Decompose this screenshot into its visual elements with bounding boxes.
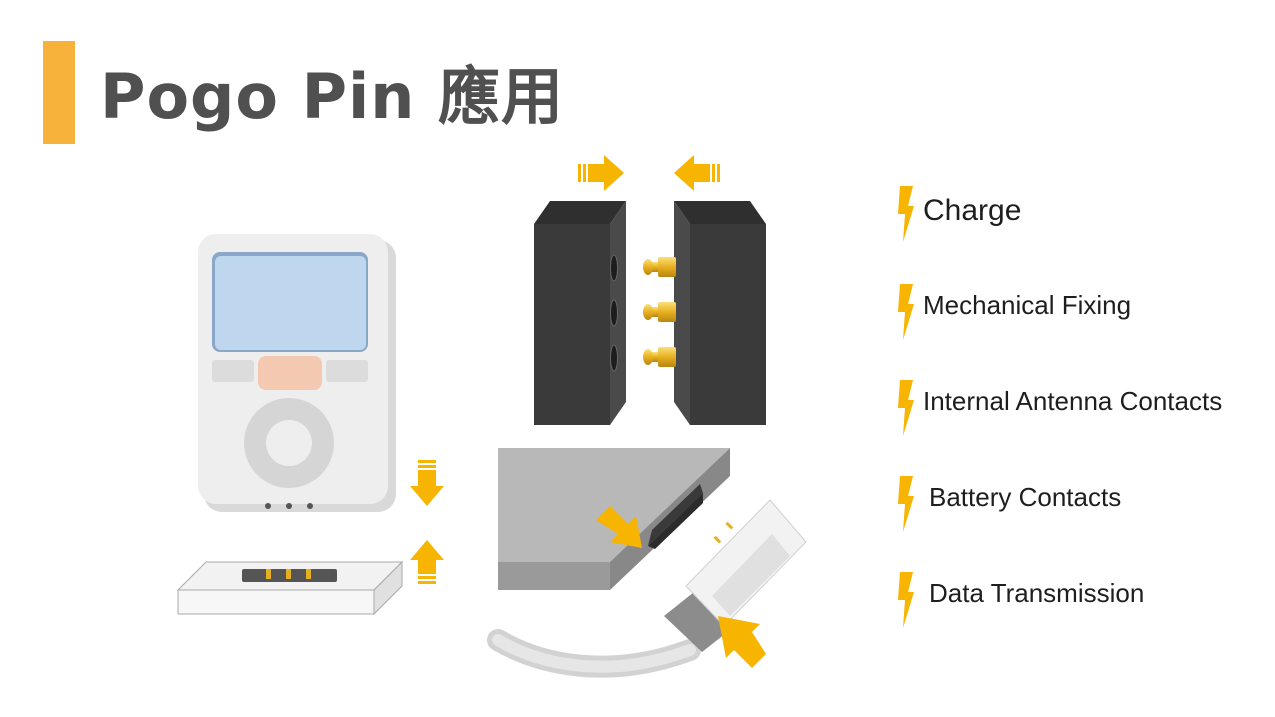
pogo-pin bbox=[643, 347, 676, 367]
media-player-device bbox=[198, 234, 396, 512]
feature-label: Mechanical Fixing bbox=[923, 290, 1132, 320]
arrow-diagonal-port bbox=[596, 506, 642, 548]
feature-label: Battery Contacts bbox=[929, 482, 1122, 512]
usb-cable bbox=[487, 499, 807, 678]
device-base-with-port bbox=[498, 448, 730, 590]
lightning-bolt-icon bbox=[898, 380, 914, 436]
feature-label: Data Transmission bbox=[929, 578, 1145, 608]
feature-label: Internal Antenna Contacts bbox=[923, 386, 1223, 416]
feature-item: Battery Contacts bbox=[893, 474, 1273, 534]
lightning-bolt-icon bbox=[898, 476, 914, 532]
device-right-button bbox=[326, 360, 368, 382]
device-center-button bbox=[258, 356, 322, 390]
feature-item: Internal Antenna Contacts bbox=[893, 378, 1273, 438]
female-connector-block bbox=[534, 201, 626, 425]
page-title: Pogo Pin 應用 bbox=[100, 60, 565, 133]
arrow-left bbox=[674, 155, 720, 191]
pogo-pin bbox=[643, 302, 676, 322]
lightning-bolt-icon bbox=[898, 572, 914, 628]
lightning-bolt-icon bbox=[898, 284, 914, 340]
lightning-bolt-icon bbox=[898, 186, 914, 242]
feature-item: Charge bbox=[893, 184, 1273, 244]
title-accent-bar bbox=[43, 41, 75, 144]
feature-item: Data Transmission bbox=[893, 570, 1273, 630]
arrow-right bbox=[578, 155, 624, 191]
feature-label: Charge bbox=[923, 194, 1022, 227]
device-left-button bbox=[212, 360, 254, 382]
male-pogo-connector-block bbox=[643, 201, 766, 425]
arrow-diagonal-plug bbox=[718, 616, 766, 668]
arrow-down bbox=[410, 460, 444, 506]
charging-dock bbox=[176, 560, 404, 616]
pogo-pin bbox=[643, 257, 676, 277]
feature-item: Mechanical Fixing bbox=[893, 282, 1273, 342]
arrow-up bbox=[410, 540, 444, 584]
device-screen bbox=[215, 256, 366, 350]
